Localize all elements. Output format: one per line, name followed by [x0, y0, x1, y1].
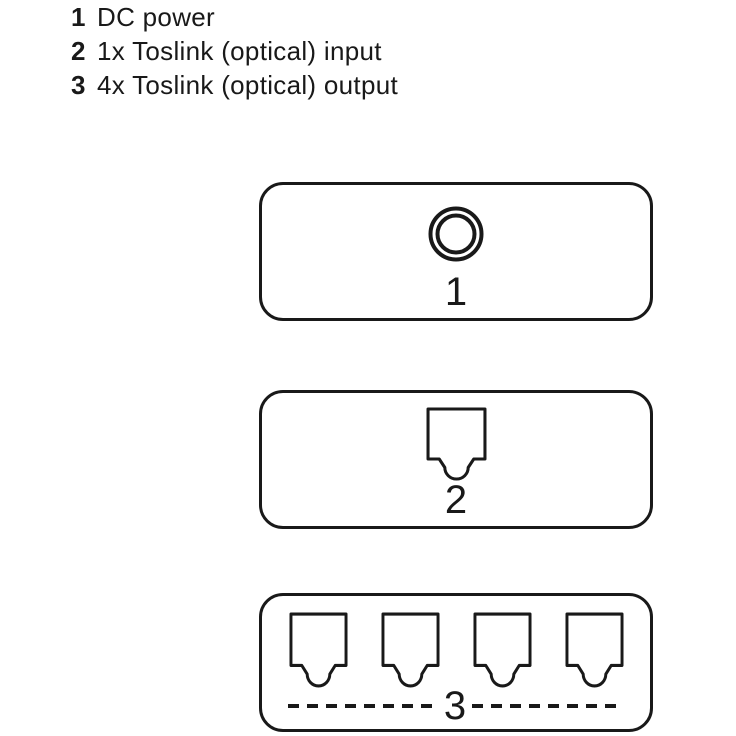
toslink-port-icon	[380, 612, 440, 688]
panel-number: 1	[444, 270, 468, 314]
dashed-line-right	[472, 704, 622, 708]
toslink-port-icon	[564, 612, 624, 688]
legend-item-toslink-output: 3 4x Toslink (optical) output	[71, 68, 398, 102]
panel-toslink-input: 2	[259, 390, 653, 529]
dc-power-jack-icon	[428, 206, 484, 262]
toslink-port-row	[262, 612, 650, 688]
toslink-port-icon	[472, 612, 532, 688]
legend-label: 1x Toslink (optical) input	[97, 36, 382, 66]
output-dashed-line: 3	[288, 686, 622, 726]
panel-number: 3	[443, 684, 467, 728]
toslink-port-icon	[288, 612, 348, 688]
dashed-line-left	[288, 704, 438, 708]
legend-number: 3	[71, 70, 86, 100]
legend-item-toslink-input: 2 1x Toslink (optical) input	[71, 34, 398, 68]
legend-label: DC power	[97, 2, 215, 32]
legend-number: 1	[71, 2, 86, 32]
panel-dc-power: 1	[259, 182, 653, 321]
legend: 1 DC power 2 1x Toslink (optical) input …	[71, 0, 398, 102]
panel-toslink-outputs: 3	[259, 593, 653, 732]
toslink-port-icon	[426, 407, 486, 481]
legend-number: 2	[71, 36, 86, 66]
panel-number: 2	[444, 478, 468, 522]
legend-label: 4x Toslink (optical) output	[97, 70, 398, 100]
legend-item-dc-power: 1 DC power	[71, 0, 398, 34]
